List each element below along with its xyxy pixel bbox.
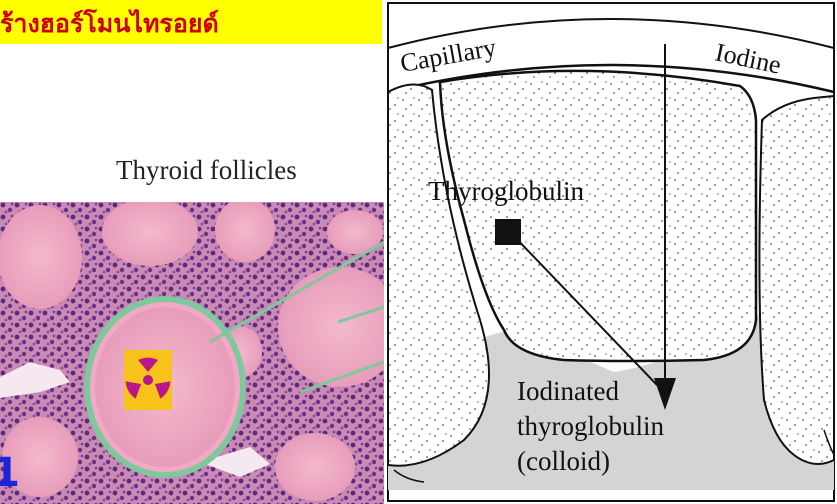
iodinated-label-line2: thyroglobulin	[517, 411, 664, 441]
title-banner: ร้างฮอร์โมนไทรอยด์	[0, 0, 382, 44]
iodinated-label-line3: (colloid)	[517, 446, 610, 476]
follicle-cell-right	[759, 96, 834, 464]
page-number-text: 1	[0, 450, 20, 496]
iodinated-label-line1: Iodinated	[517, 376, 619, 406]
slide-title: ร้างฮอร์โมนไทรอยด์	[0, 4, 219, 44]
radiation-hazard-icon	[124, 350, 173, 410]
page-number: 1	[0, 446, 20, 504]
thyroglobulin-block	[495, 219, 521, 245]
micrograph-caption: Thyroid follicles	[116, 155, 297, 186]
follicle-colloid	[275, 433, 355, 501]
thyroid-micrograph	[0, 202, 384, 504]
follicle-colloid	[0, 205, 82, 309]
follicle-diagram: Capillary Iodine Thyroglobulin Iodinated…	[384, 0, 837, 504]
thyroglobulin-label: Thyroglobulin	[428, 176, 584, 206]
